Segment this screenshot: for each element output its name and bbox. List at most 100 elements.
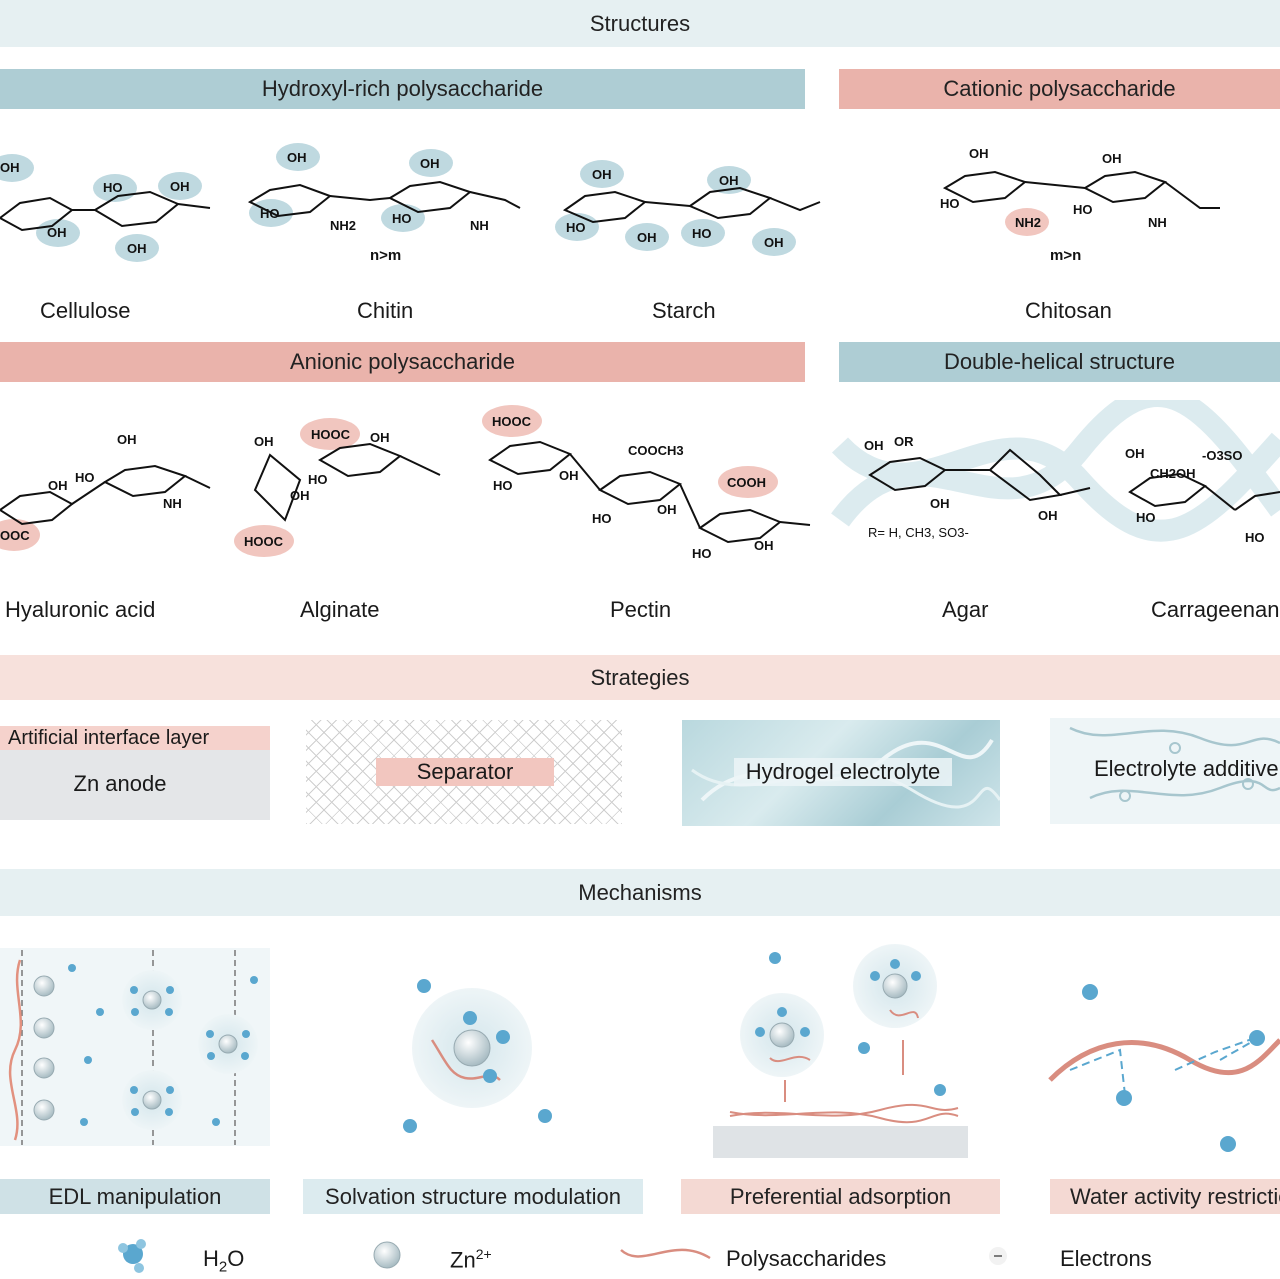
additive-chains — [1069, 726, 1280, 802]
chem-label: HO — [308, 472, 328, 487]
polysaccharide-legend-icon — [620, 1248, 711, 1260]
chem-label: NH — [470, 218, 489, 233]
label-agar: Agar — [942, 597, 989, 622]
structures-row1-drawing: OH OH HO OH OH OH HO NH2 OH HO NH n>m OH… — [0, 143, 1220, 264]
legend-zn: Zn2+ — [450, 1246, 492, 1273]
mechanism-solvation: Solvation structure modulation — [303, 1179, 643, 1214]
artificial-interface-layer: Artificial interface layer — [0, 726, 270, 750]
chem-label: HO — [1136, 510, 1156, 525]
chem-label: OH — [1125, 446, 1145, 461]
label-alginate: Alginate — [300, 597, 380, 622]
hydroxyl-highlight — [752, 228, 796, 256]
chem-ratio: n>m — [370, 247, 401, 264]
chem-label: HO — [260, 206, 280, 221]
carboxyl-highlight — [300, 418, 360, 450]
mechanism-label: Preferential adsorption — [729, 1183, 952, 1209]
label-starch: Starch — [652, 298, 716, 323]
chem-label: OH — [764, 235, 784, 250]
zn-anode-label: Zn anode — [73, 771, 167, 796]
structures-row2-drawing: OOC OH HO OH NH OH HOOC OH HO OH HOOC HO… — [0, 400, 1280, 561]
chem-label: OH — [48, 478, 68, 493]
category-label: Hydroxyl-rich polysaccharide — [261, 76, 544, 101]
category-label: Double-helical structure — [943, 349, 1176, 374]
legend-polysaccharides: Polysaccharides — [726, 1246, 887, 1271]
section-label: Structures — [589, 10, 691, 36]
chem-label: HO — [692, 226, 712, 241]
chem-label: COOCH3 — [628, 443, 684, 458]
section-label: Mechanisms — [578, 879, 702, 905]
chem-label: COOH — [727, 475, 766, 490]
hydrogel-label: Hydrogel electrolyte — [734, 758, 952, 786]
chem-label: HOOC — [311, 427, 351, 442]
chem-label: OH — [969, 146, 989, 161]
chem-label: HOOC — [244, 534, 284, 549]
chem-label: NH — [1148, 215, 1167, 230]
label-chitosan: Chitosan — [1025, 298, 1112, 323]
chem-label: OH — [370, 430, 390, 445]
chem-r-definition: R= H, CH3, SO3- — [868, 525, 969, 540]
mechanisms-drawing — [0, 944, 1280, 1158]
chem-label: -O3SO — [1202, 448, 1242, 463]
zn-substrate — [713, 1126, 968, 1158]
chem-label: HOOC — [492, 414, 532, 429]
chem-label: HO — [1073, 202, 1093, 217]
carboxyl-highlight — [482, 405, 542, 437]
mechanism-water-activity: Water activity restriction — [1050, 1179, 1280, 1214]
chem-label: OH — [592, 167, 612, 182]
mechanism-label: Solvation structure modulation — [325, 1183, 621, 1209]
carboxyl-highlight — [234, 525, 294, 557]
chem-label: OH — [754, 538, 774, 553]
legend-electrons: Electrons — [1060, 1246, 1152, 1271]
mechanism-label: Water activity restriction — [1070, 1183, 1280, 1209]
carboxyl-highlight — [0, 519, 40, 551]
hydroxyl-highlight — [115, 234, 159, 262]
chem-label: HO — [940, 196, 960, 211]
chem-label: CH2OH — [1150, 466, 1196, 481]
strategy-zn-anode-panel: Artificial interface layer Zn anode — [0, 726, 270, 820]
strategy-separator-panel: Separator — [306, 720, 622, 824]
category-hydroxyl-rich: Hydroxyl-rich polysaccharide — [0, 69, 805, 109]
section-title-strategies: Strategies — [0, 655, 1280, 700]
chem-label: OH — [930, 496, 950, 511]
hydroxyl-highlight — [158, 172, 202, 200]
label-hyaluronic-acid: Hyaluronic acid — [5, 597, 156, 622]
hydroxyl-highlight — [276, 143, 320, 171]
chem-label: OH — [657, 502, 677, 517]
hydroxyl-highlight — [0, 154, 34, 182]
category-anionic: Anionic polysaccharide — [0, 342, 805, 382]
strategy-hydrogel-panel: Hydrogel electrolyte — [682, 720, 1000, 826]
water-legend-icon — [118, 1239, 146, 1273]
chem-label: HO — [392, 211, 412, 226]
chem-label: HO — [493, 478, 513, 493]
hydroxyl-highlight — [625, 223, 669, 251]
label-cellulose: Cellulose — [40, 298, 131, 323]
category-cationic: Cationic polysaccharide — [839, 69, 1280, 109]
chem-label: OH — [127, 241, 147, 256]
chem-label: OH — [254, 434, 274, 449]
chem-label: NH2 — [1015, 215, 1041, 230]
category-label: Cationic polysaccharide — [943, 76, 1176, 101]
chem-label: OH — [420, 156, 440, 171]
chem-label: OH — [47, 225, 67, 240]
category-label: Anionic polysaccharide — [289, 349, 516, 374]
mechanism-edl: EDL manipulation — [0, 1179, 270, 1214]
electron-legend-icon — [989, 1247, 1007, 1265]
chem-label: OH — [0, 160, 20, 175]
label-pectin: Pectin — [610, 597, 672, 622]
label-chitin: Chitin — [357, 298, 414, 323]
chem-label: OH — [290, 488, 310, 503]
chem-label: OH — [864, 438, 884, 453]
hydroxyl-highlight — [580, 160, 624, 188]
chem-label: OH — [719, 173, 739, 188]
chem-ratio: m>n — [1050, 247, 1081, 264]
mechanism-adsorption: Preferential adsorption — [681, 1179, 1000, 1214]
chem-label: OH — [559, 468, 579, 483]
chem-label: HO — [75, 470, 95, 485]
chem-label: OR — [894, 434, 914, 449]
hydroxyl-highlight — [409, 149, 453, 177]
section-title-structures: Structures — [0, 0, 1280, 47]
chem-label: HO — [692, 546, 712, 561]
chem-label: HO — [592, 511, 612, 526]
category-double-helical: Double-helical structure — [839, 342, 1280, 382]
chem-label: OH — [1038, 508, 1058, 523]
